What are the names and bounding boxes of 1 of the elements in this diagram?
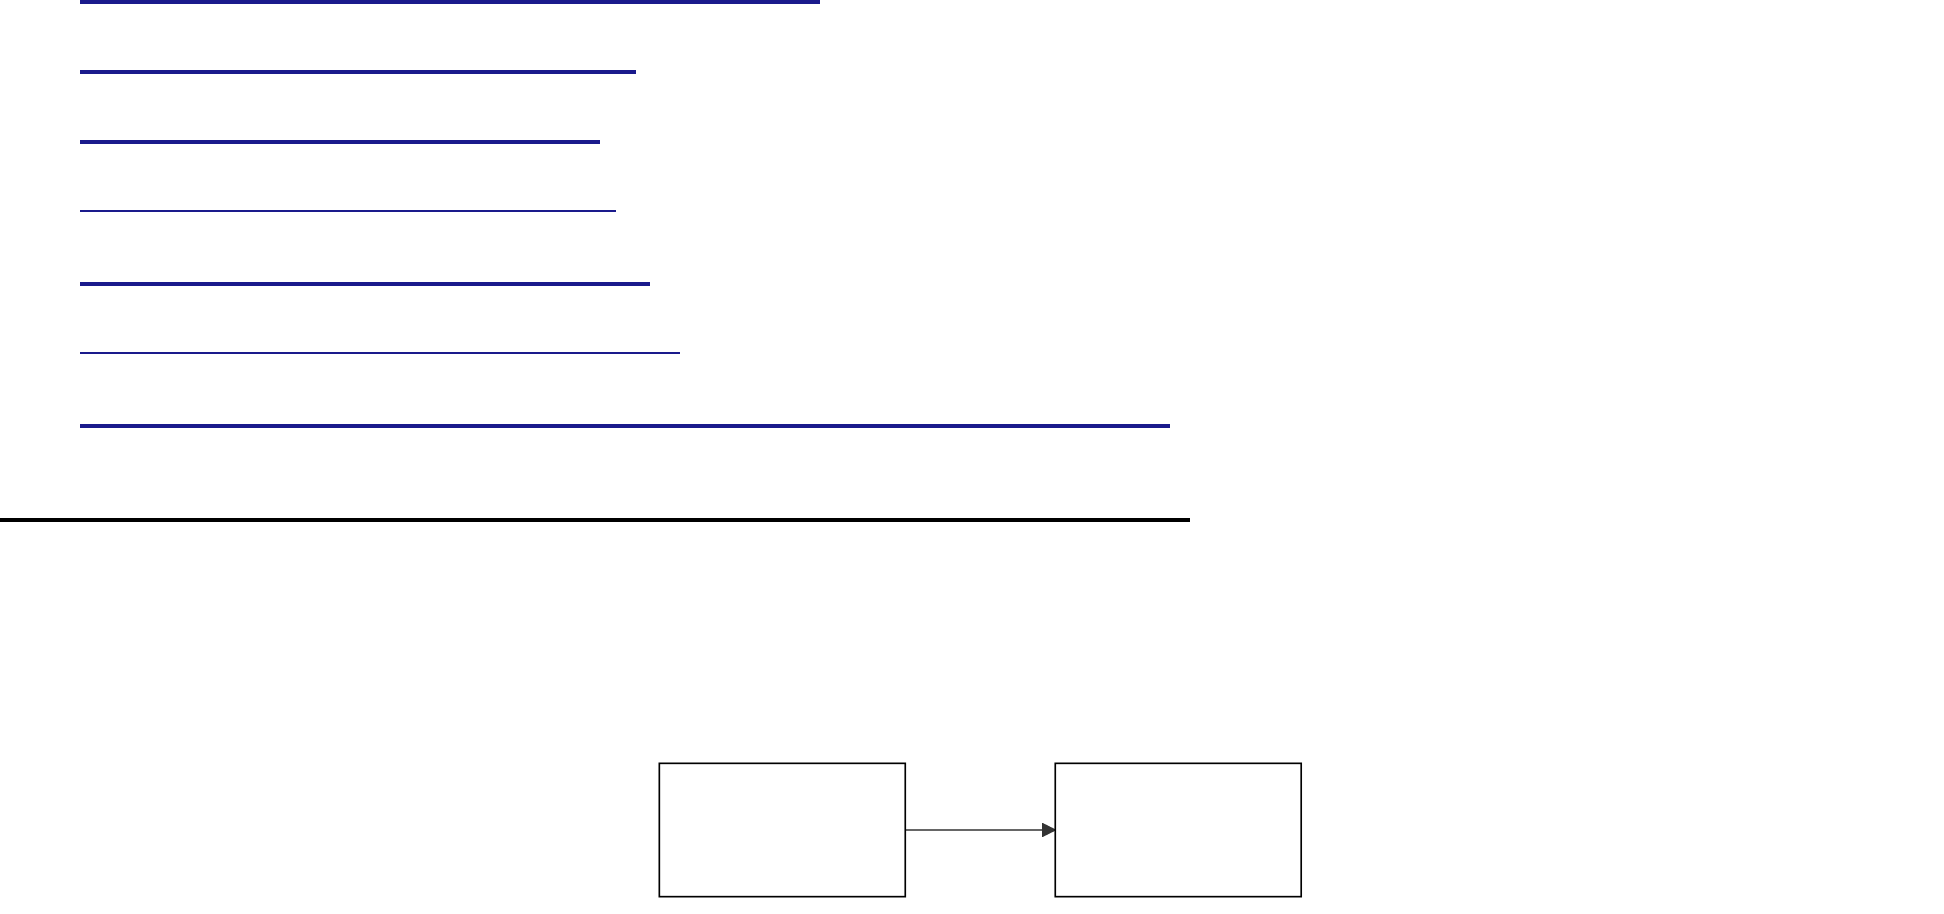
arrow xyxy=(904,822,1056,838)
